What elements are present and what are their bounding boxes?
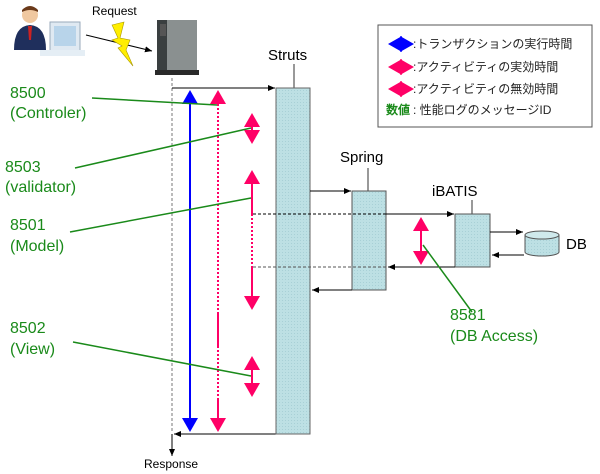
user-at-computer-icon (14, 6, 85, 56)
svg-text:(Controler): (Controler) (10, 105, 86, 122)
svg-text:(DB Access): (DB Access) (450, 328, 538, 345)
svg-text:8503: 8503 (5, 159, 41, 176)
server-icon (155, 20, 199, 75)
svg-text:数値: 数値 (386, 102, 410, 117)
spring-box (351, 190, 387, 291)
svg-text::アクティビティの実効時間: :アクティビティの実効時間 (413, 59, 558, 74)
label-8500: 8500 (Controler) (10, 85, 86, 122)
label-8501: 8501 (Model) (10, 217, 64, 255)
svg-text:(View): (View) (10, 341, 55, 358)
request-label: Request (92, 4, 137, 18)
svg-text::トランザクションの実行時間: :トランザクションの実行時間 (413, 36, 572, 51)
struts-label: Struts (268, 47, 307, 64)
label-8502: 8502 (View) (10, 320, 55, 358)
ibatis-box (454, 213, 491, 268)
svg-text:8502: 8502 (10, 320, 46, 337)
svg-text:(Model): (Model) (10, 238, 64, 255)
svg-text:(validator): (validator) (5, 179, 76, 196)
ibatis-label: iBATIS (432, 183, 478, 200)
label-8581: 8581 (DB Access) (450, 307, 538, 345)
label-8503: 8503 (validator) (5, 159, 76, 196)
db-label: DB (566, 236, 587, 253)
svg-text:: 性能ログのメッセージID: : 性能ログのメッセージID (413, 103, 552, 117)
struts-box (275, 87, 311, 435)
svg-text:8501: 8501 (10, 217, 46, 234)
database-icon (524, 230, 560, 257)
spring-label: Spring (340, 149, 383, 166)
legend: :トランザクションの実行時間 :アクティビティの実効時間 :アクティビティの無効… (377, 24, 593, 128)
lightning-icon (111, 21, 134, 67)
svg-text:8500: 8500 (10, 85, 46, 102)
response-label: Response (144, 457, 198, 471)
svg-text::アクティビティの無効時間: :アクティビティの無効時間 (413, 81, 558, 96)
svg-text:8581: 8581 (450, 307, 486, 324)
